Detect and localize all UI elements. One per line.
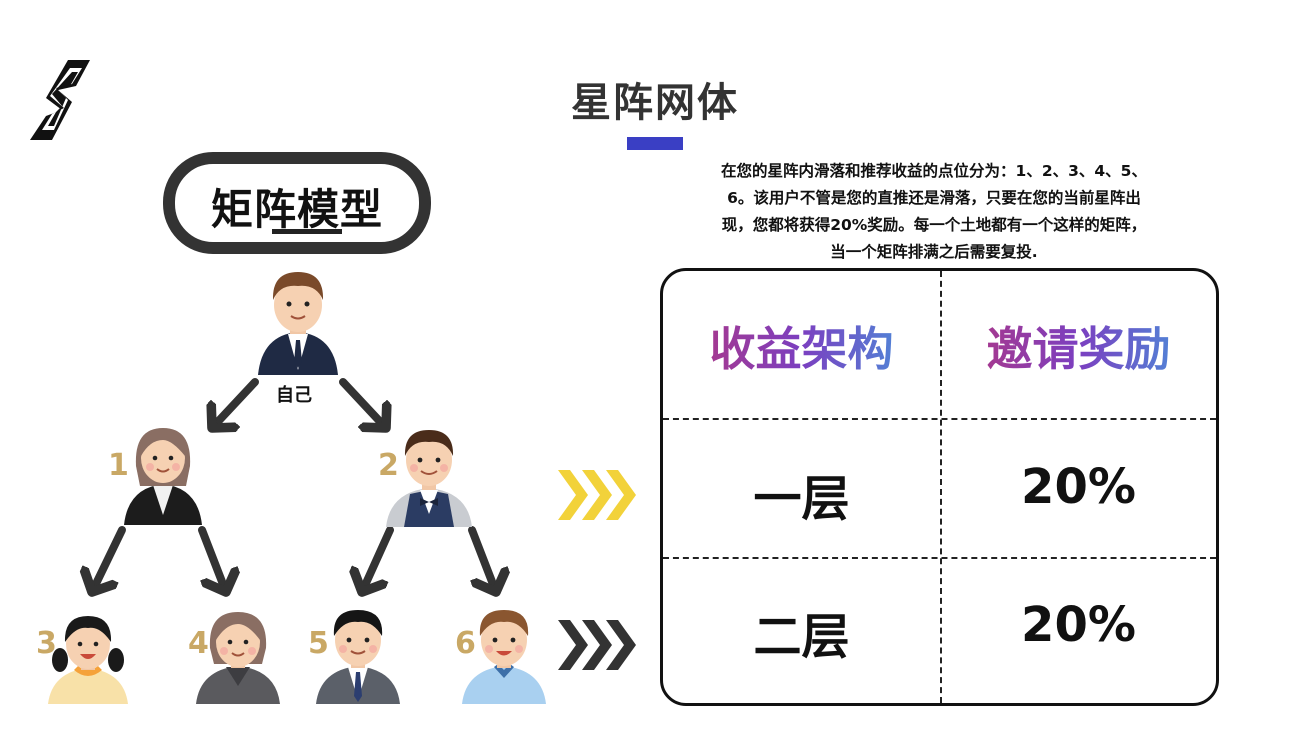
matrix-tree-diagram — [48, 272, 546, 704]
position-number-2: 2 — [378, 448, 399, 483]
description-line: 现，您都将获得20%奖励。每一个土地都有一个这样的矩阵， — [721, 216, 1147, 234]
description-line: 当一个矩阵排满之后需要复投. — [830, 243, 1038, 261]
arrow-2-to-6 — [468, 526, 496, 592]
model-underline — [272, 229, 342, 234]
table-horizontal-divider — [663, 418, 1216, 420]
position-number-3: 3 — [36, 626, 57, 661]
table-cell-level: 一层 — [753, 471, 850, 527]
arrow-2-to-5 — [362, 526, 394, 592]
position-number-4: 4 — [188, 626, 209, 661]
person-4-avatar — [196, 612, 280, 704]
arrow-1-to-4 — [198, 526, 226, 592]
chevron-right-dark-icon — [558, 620, 636, 670]
person-self-avatar — [258, 272, 338, 375]
position-number-6: 6 — [455, 626, 476, 661]
lightning-logo-icon — [30, 60, 90, 140]
person-1-avatar — [124, 428, 202, 525]
position-number-1: 1 — [108, 448, 129, 483]
reward-table: 收益架构 邀请奖励 一层 20% 二层 20% — [660, 268, 1219, 706]
table-header-structure: 收益架构 — [663, 313, 940, 379]
model-title: 矩阵模型 — [210, 185, 383, 234]
description-text: 在您的星阵内滑落和推荐收益的点位分为：1、2、3、4、5、 6。该用户不管是您的… — [664, 158, 1204, 266]
self-label: 自己 — [276, 385, 312, 406]
table-horizontal-divider — [663, 557, 1216, 559]
description-line: 6。该用户不管是您的直推还是滑落，只要在您的当前星阵出 — [727, 189, 1141, 207]
page-title: 星阵网体 — [571, 80, 739, 126]
chevron-right-yellow-icon — [558, 470, 636, 520]
table-vertical-divider — [940, 271, 942, 703]
person-2-avatar — [386, 430, 472, 527]
table-header-reward: 邀请奖励 — [940, 313, 1217, 379]
arrow-1-to-3 — [92, 526, 126, 592]
title-accent-bar — [627, 137, 683, 150]
description-line: 在您的星阵内滑落和推荐收益的点位分为：1、2、3、4、5、 — [721, 162, 1147, 180]
person-6-avatar — [462, 610, 546, 704]
position-number-5: 5 — [308, 626, 329, 661]
arrow-self-to-2 — [339, 378, 386, 428]
person-5-avatar — [316, 610, 400, 704]
table-cell-percent: 20% — [1021, 459, 1136, 515]
table-cell-percent: 20% — [1021, 597, 1136, 653]
arrow-self-to-1 — [212, 378, 259, 428]
table-cell-level: 二层 — [753, 609, 850, 665]
person-3-avatar — [48, 616, 128, 704]
